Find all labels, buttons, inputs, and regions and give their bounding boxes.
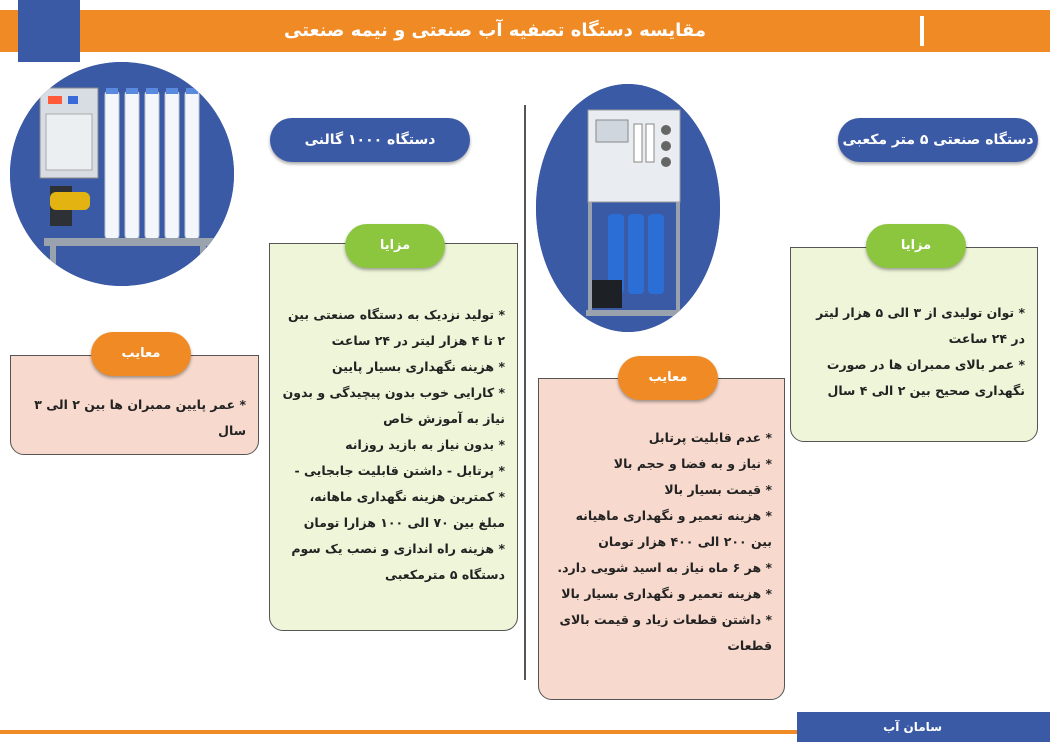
left-pros-tab: مزایا [345, 224, 445, 268]
right-pros-tab: مزایا [866, 224, 966, 268]
footer-line [0, 730, 800, 734]
column-divider [524, 105, 526, 680]
right-cons-card: * عدم قابلیت پرتابل * نیاز و به فضا و حج… [538, 378, 785, 700]
industrial-ro-illustration [536, 84, 720, 332]
list-item: * هزینه نگهداری بسیار پایین [332, 359, 505, 374]
list-item: * هزینه تعمیر و نگهداری ماهیانه بین ۲۰۰ … [575, 508, 772, 549]
list-item: * عمر پایین ممبران ها بین ۲ الی ۳ سال [34, 397, 246, 438]
header-accent-square [18, 0, 80, 62]
list-item: * تولید نزدیک به دستگاه صنعتی بین ۲ تا ۴… [287, 307, 505, 348]
industrial-machine-image [536, 84, 720, 332]
right-pros-list: * توان تولیدی از ۳ الی ۵ هزار لیتر در ۲۴… [803, 300, 1025, 404]
header-bar [0, 10, 1050, 52]
header-divider-mark [920, 16, 924, 46]
list-item: * توان تولیدی از ۳ الی ۵ هزار لیتر در ۲۴… [816, 305, 1025, 346]
ro-unit-illustration [10, 62, 234, 286]
footer-brand: سامان آب [883, 720, 942, 734]
list-item: * هزینه تعمیر و نگهداری بسیار بالا [561, 586, 772, 601]
right-cons-list: * عدم قابلیت پرتابل * نیاز و به فضا و حج… [551, 425, 772, 659]
right-device-title: دستگاه صنعتی ۵ متر مکعبی [838, 118, 1038, 162]
left-device-title: دستگاه ۱۰۰۰ گالنی [270, 118, 470, 162]
list-item: * کمترین هزینه نگهداری ماهانه، مبلغ بین … [303, 489, 505, 530]
small-machine-image [10, 62, 234, 286]
left-cons-tab: معایب [91, 332, 191, 376]
list-item: * بدون نیاز به بازید روزانه [345, 437, 505, 452]
footer-brand-box: سامان آب [797, 712, 1050, 742]
right-pros-card: * توان تولیدی از ۳ الی ۵ هزار لیتر در ۲۴… [790, 247, 1038, 442]
left-pros-list: * تولید نزدیک به دستگاه صنعتی بین ۲ تا ۴… [282, 302, 505, 588]
list-item: * عمر بالای ممبران ها در صورت نگهداری صح… [826, 357, 1025, 398]
list-item: * کارایی خوب بدون پیچیدگی و بدون نیاز به… [282, 385, 505, 426]
list-item: * قیمت بسیار بالا [664, 482, 772, 497]
left-pros-card: * تولید نزدیک به دستگاه صنعتی بین ۲ تا ۴… [269, 243, 518, 631]
list-item: * پرتابل - داشتن قابلیت جابجایی - [294, 463, 505, 478]
list-item: * عدم قابلیت پرتابل [648, 430, 772, 445]
list-item: * هزینه راه اندازی و نصب یک سوم دستگاه ۵… [291, 541, 505, 582]
list-item: * داشتن قطعات زیاد و قیمت بالای قطعات [559, 612, 772, 653]
list-item: * نیاز و به فضا و حجم بالا [613, 456, 772, 471]
left-cons-list: * عمر پایین ممبران ها بین ۲ الی ۳ سال [23, 392, 246, 444]
list-item: * هر ۶ ماه نیاز به اسید شویی دارد. [557, 560, 772, 575]
right-cons-tab: معایب [618, 356, 718, 400]
page-title: مقایسه دستگاه تصفیه آب صنعتی و نیمه صنعت… [283, 20, 707, 41]
